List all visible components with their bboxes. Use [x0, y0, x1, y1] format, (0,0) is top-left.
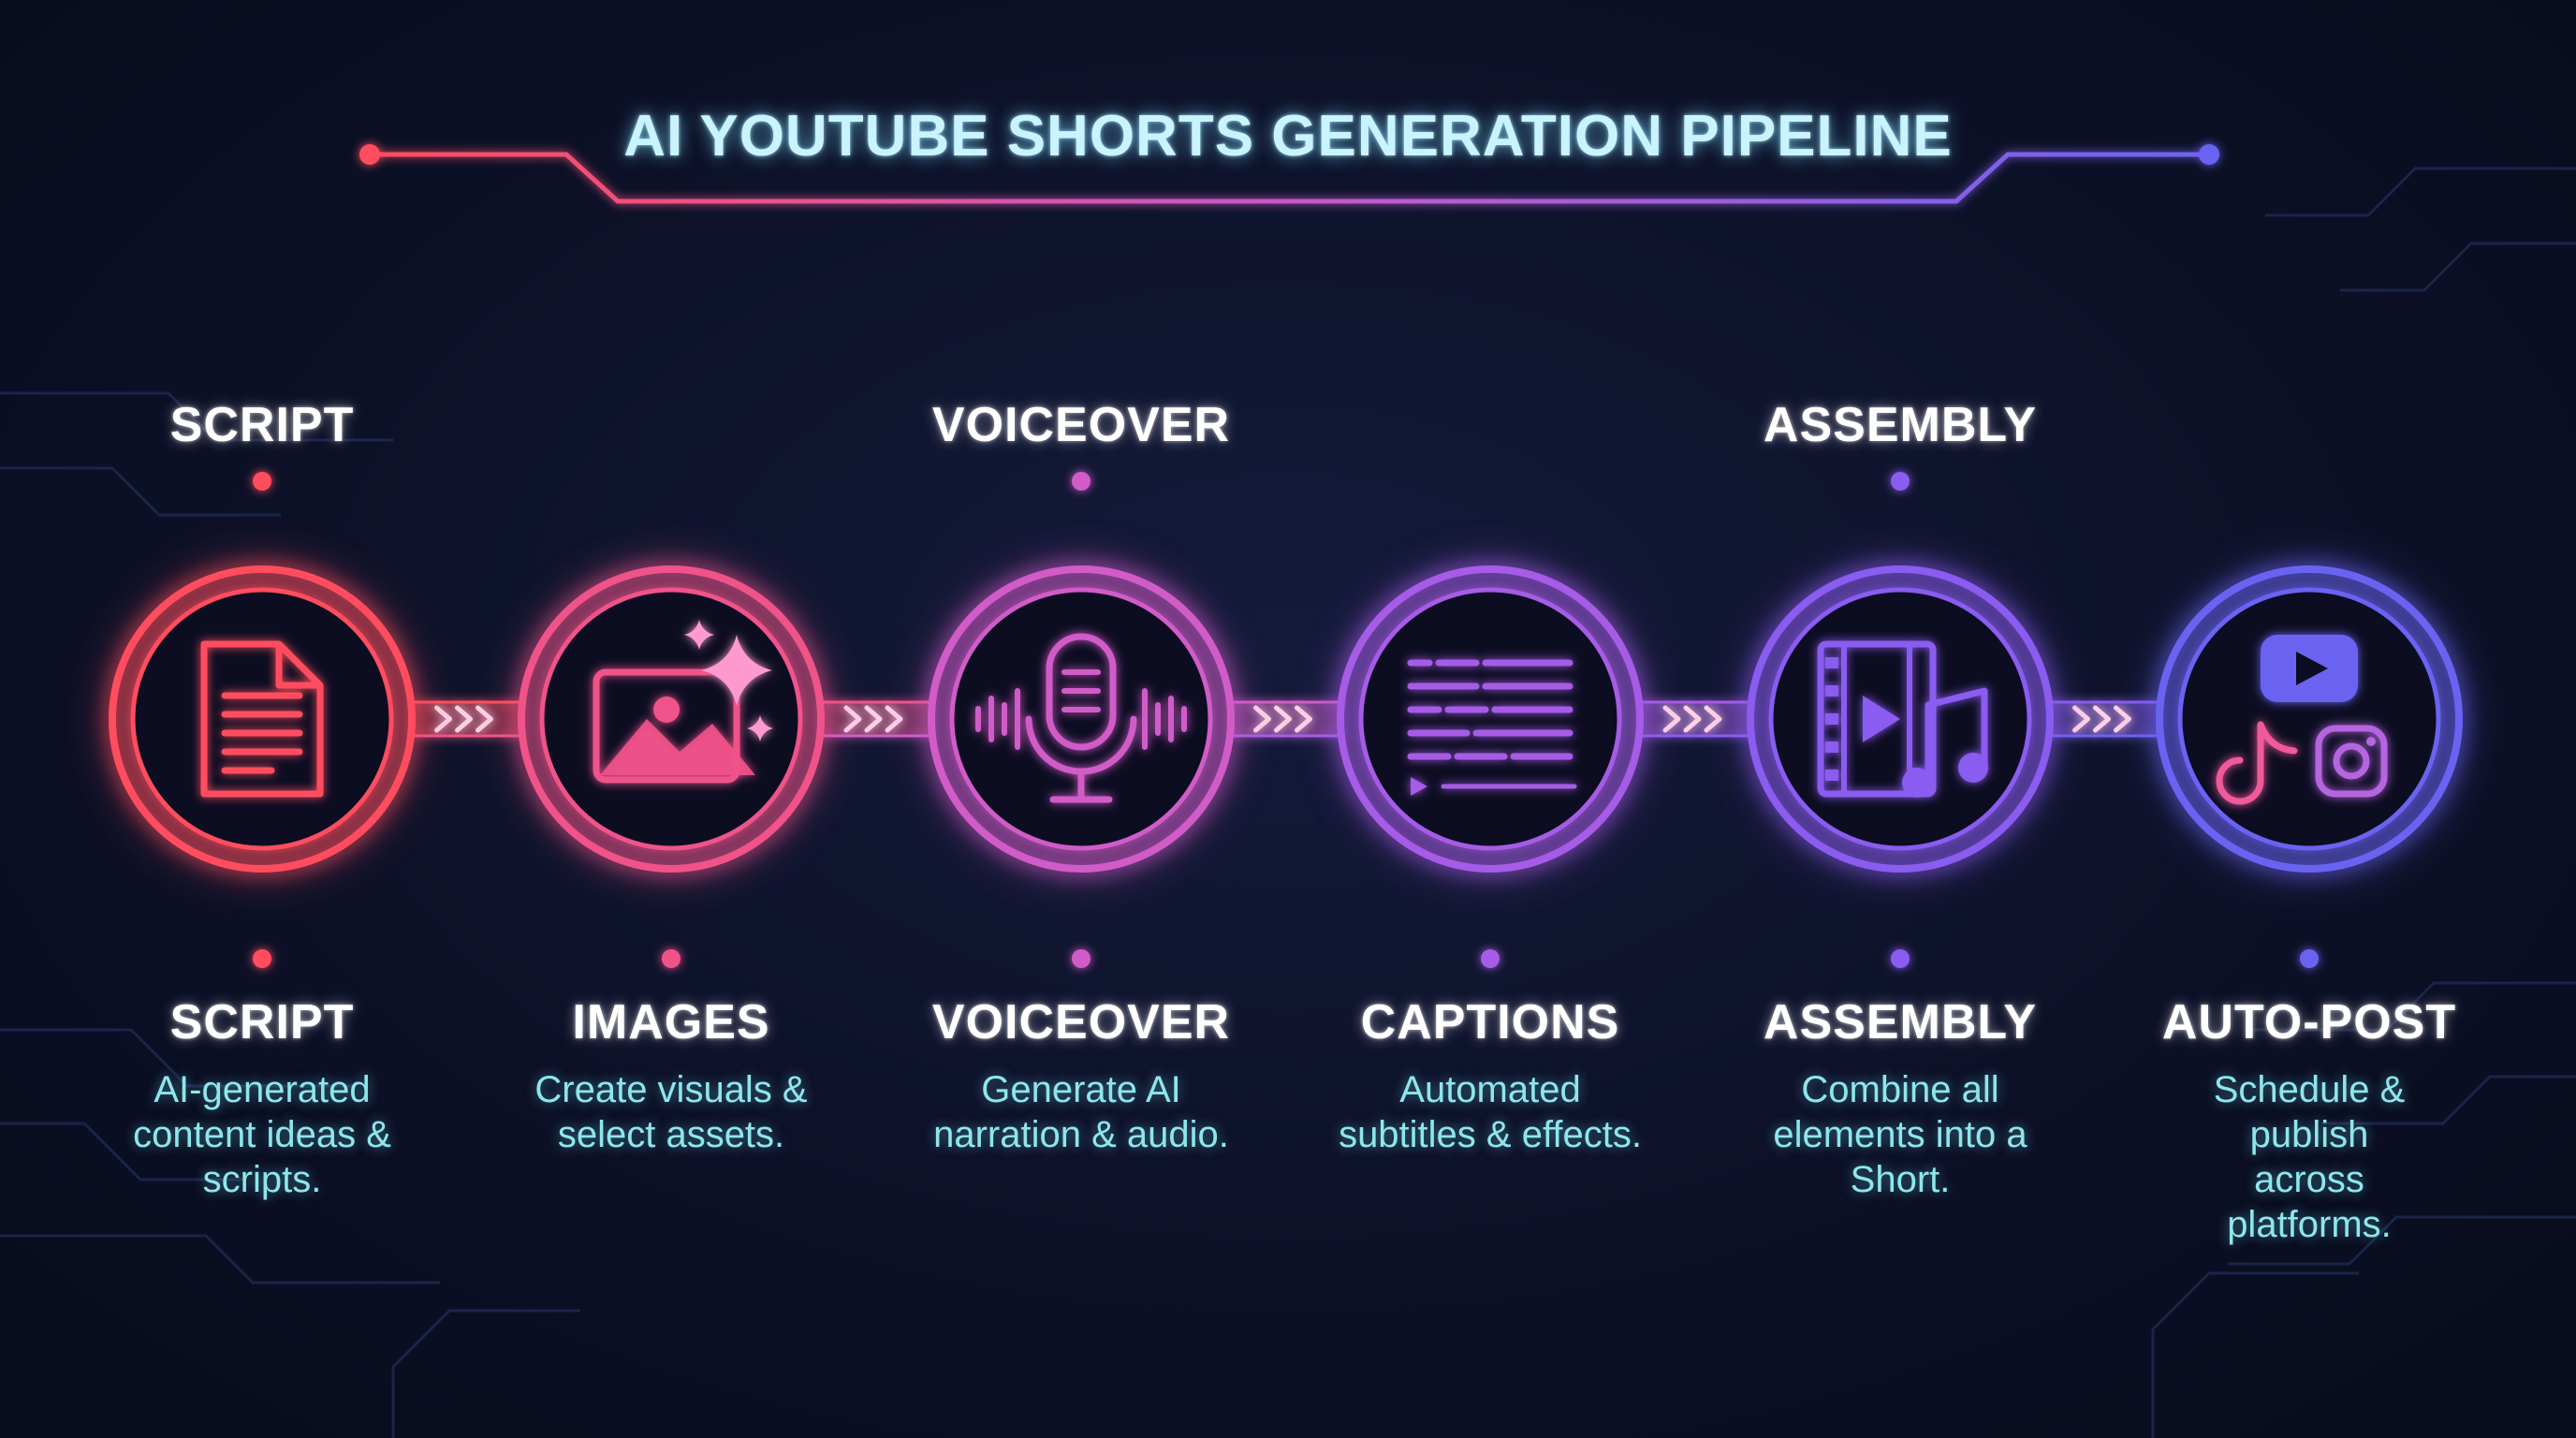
title-line: [359, 144, 2219, 204]
connector-1: [408, 700, 525, 738]
stage-title: CAPTIONS: [1360, 995, 1620, 1049]
pipeline-title: AI YOUTUBE SHORTS GENERATION PIPELINE: [623, 104, 1953, 169]
stage-title: IMAGES: [572, 995, 770, 1049]
stage-description: Generate AI narration & audio.: [933, 1069, 1229, 1155]
top-stage-label: VOICEOVER: [931, 398, 1231, 452]
stage-description: Combine all elements into a Short.: [1773, 1069, 2027, 1200]
stage-node-auto-post: [2152, 562, 2466, 968]
connector-5: [2046, 700, 2163, 738]
stage-description: Create visuals & select assets.: [534, 1069, 808, 1155]
stage-node-assembly: [1743, 472, 2057, 968]
stage-title: VOICEOVER: [931, 995, 1231, 1049]
stage-node-script: [105, 472, 419, 968]
stage-title: AUTO-POST: [2161, 995, 2457, 1049]
stage-description: Automated subtitles & effects.: [1339, 1069, 1642, 1155]
top-stage-label: ASSEMBLY: [1763, 398, 2038, 452]
connector-4: [1636, 700, 1754, 738]
stage-node-captions: [1333, 562, 1647, 968]
connector-2: [817, 700, 935, 738]
image-sparkle-icon: [593, 620, 773, 784]
circuit-background: [0, 167, 2576, 1438]
connector-3: [1227, 700, 1344, 738]
film-music-icon: [1817, 640, 1988, 798]
document-icon: [200, 640, 324, 798]
captions-icon: [1407, 659, 1577, 796]
stage-node-voiceover: [924, 472, 1238, 968]
stage-title: SCRIPT: [169, 995, 355, 1049]
stage-connectors: [408, 700, 2163, 738]
microphone-icon: [975, 633, 1187, 803]
stage-description: AI-generated content ideas & scripts.: [133, 1069, 391, 1200]
stage-title: ASSEMBLY: [1763, 995, 2038, 1049]
social-platforms-icon: [2216, 635, 2388, 805]
top-stage-label: SCRIPT: [169, 398, 355, 452]
stage-description: Schedule & publish across platforms.: [2213, 1069, 2406, 1245]
stage-node-images: [514, 562, 828, 968]
